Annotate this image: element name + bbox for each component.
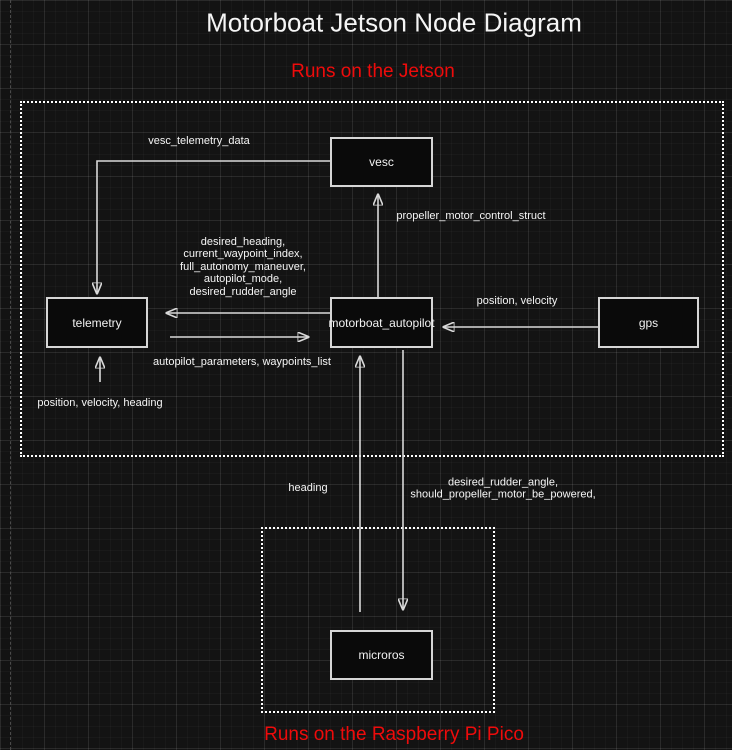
node-vesc-label: vesc [369,155,394,169]
edge-vesc-to-telemetry[interactable] [97,160,330,293]
edge-label-desired-rudder-angle: desired_rudder_angle, should_propeller_m… [410,476,596,501]
node-motorboat-autopilot[interactable]: motorboat_autopilot [328,297,435,348]
node-gps[interactable]: gps [598,297,699,348]
edge-label-autopilot-outputs: desired_heading, current_waypoint_index,… [180,235,306,298]
node-telemetry[interactable]: telemetry [46,297,148,348]
pico-region-outline[interactable] [261,527,495,713]
edge-label-propeller-motor-control-struct: propeller_motor_control_struct [396,209,546,222]
pico-region-title: Runs on the Raspberry Pi Pico [264,724,524,745]
node-microros-label: microros [358,648,405,662]
page-boundary-line [10,0,11,750]
node-microros[interactable]: microros [330,630,433,680]
edge-label-autopilot-parameters: autopilot_parameters, waypoints_list [153,355,331,368]
node-gps-label: gps [638,315,659,330]
edge-label-vesc-telemetry-data: vesc_telemetry_data [148,134,250,147]
jetson-region-title: Runs on the Jetson [291,61,455,82]
edge-label-position-velocity-heading: position, velocity, heading [37,396,163,409]
jetson-region-outline[interactable] [20,101,724,457]
edge-label-position-velocity: position, velocity [476,294,558,307]
node-vesc[interactable]: vesc [330,137,433,187]
node-telemetry-label: telemetry [72,315,122,330]
diagram-title: Motorboat Jetson Node Diagram [206,7,582,38]
node-motorboat-autopilot-label: motorboat_autopilot [328,315,435,330]
edge-label-heading: heading [288,481,328,494]
